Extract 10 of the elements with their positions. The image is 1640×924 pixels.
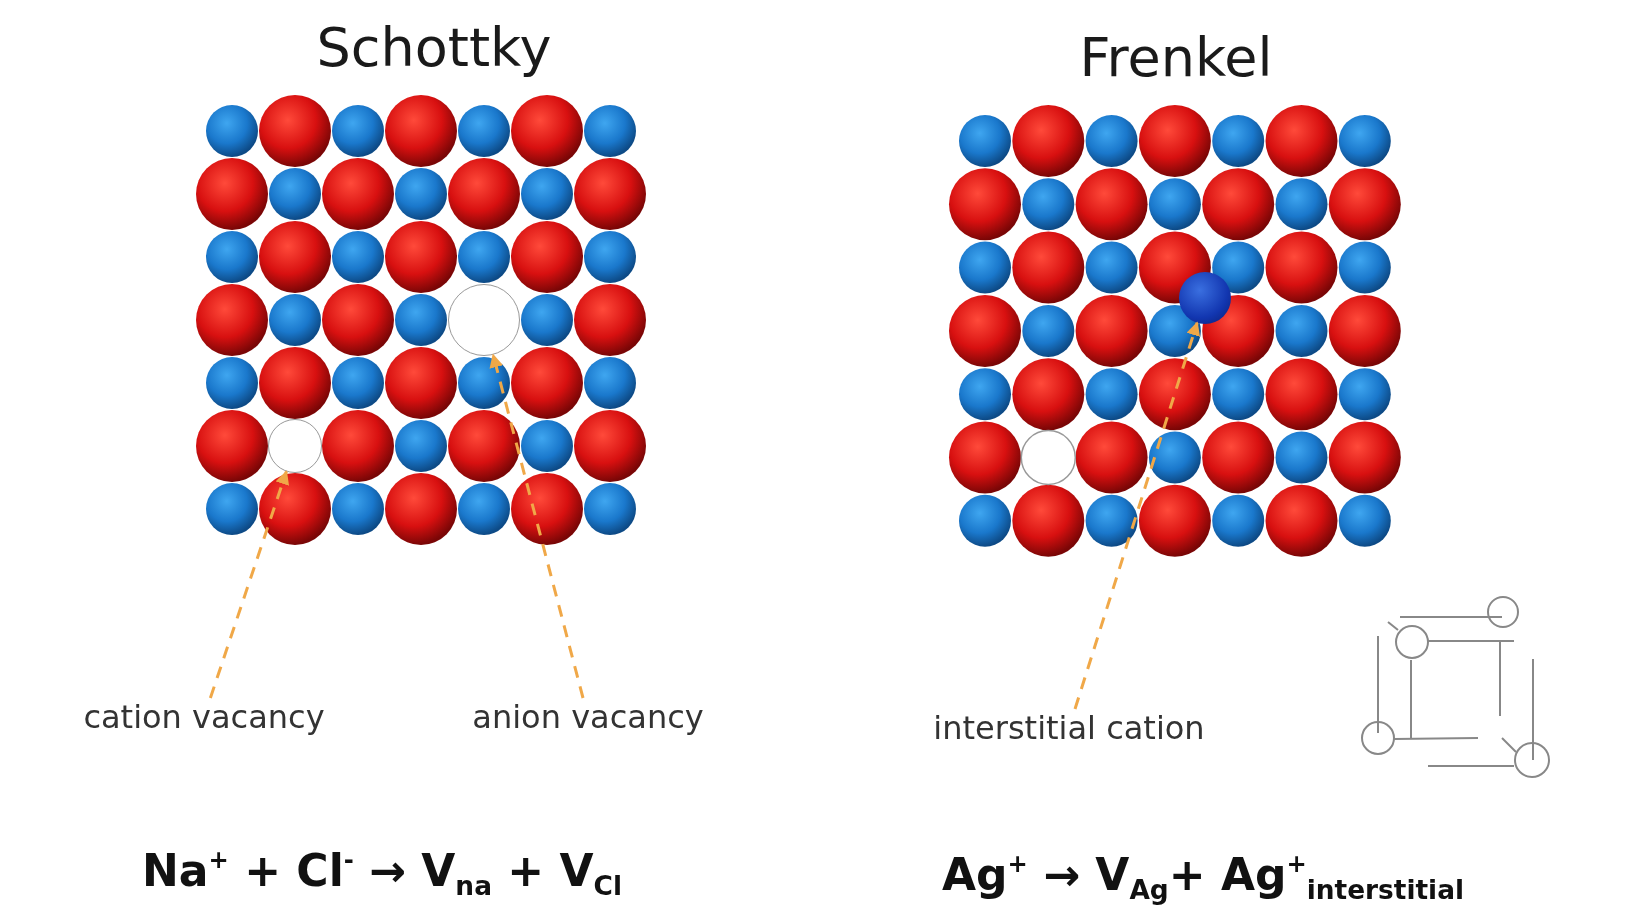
vacancy-site	[268, 419, 322, 473]
callout-text: interstitial cation	[933, 709, 1205, 747]
section-title: Schottky	[316, 15, 552, 79]
dashed-arrow	[489, 353, 585, 699]
callout-text: cation vacancy	[83, 698, 325, 736]
dashed-arrow	[208, 470, 290, 699]
section-title: Frenkel	[1079, 25, 1273, 89]
equation: Na$^{+}$ + Cl$^{-}$ → V$_{na}$ + V$_{Cl}$	[142, 844, 622, 902]
callout-text: anion vacancy	[472, 698, 704, 736]
dashed-arrow	[1073, 321, 1201, 710]
